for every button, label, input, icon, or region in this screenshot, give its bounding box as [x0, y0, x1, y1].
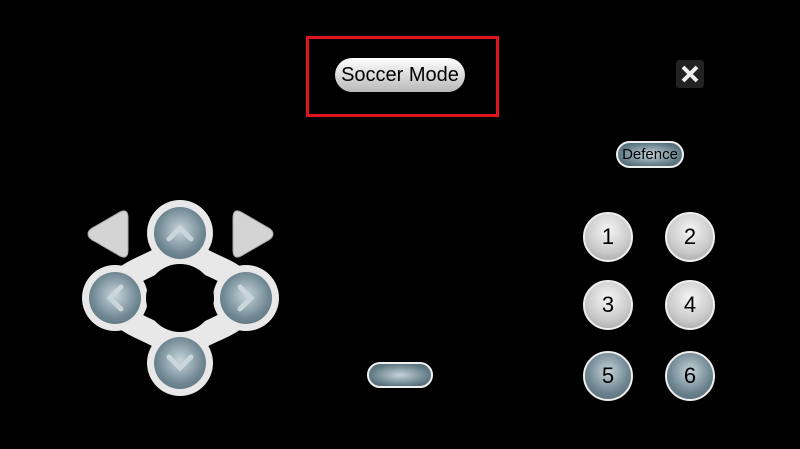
- chevron-up-icon: [166, 224, 194, 242]
- rotate-left-button[interactable]: [84, 208, 130, 260]
- action-button[interactable]: [367, 362, 433, 388]
- player-6-button[interactable]: 6: [665, 351, 715, 401]
- dpad-right-button[interactable]: [220, 272, 272, 324]
- dpad-down-button[interactable]: [154, 337, 206, 389]
- soccer-mode-button[interactable]: Soccer Mode: [335, 58, 465, 92]
- player-1-button[interactable]: 1: [583, 212, 633, 262]
- rotate-right-button[interactable]: [231, 208, 277, 260]
- dpad-left-button[interactable]: [89, 272, 141, 324]
- highlight-box: [306, 36, 499, 117]
- chevron-right-icon: [237, 284, 255, 312]
- defence-button[interactable]: Defence: [616, 141, 684, 168]
- player-2-button[interactable]: 2: [665, 212, 715, 262]
- player-4-button[interactable]: 4: [665, 280, 715, 330]
- dpad-up-button[interactable]: [154, 207, 206, 259]
- close-button[interactable]: [676, 60, 704, 88]
- player-5-button[interactable]: 5: [583, 351, 633, 401]
- player-3-button[interactable]: 3: [583, 280, 633, 330]
- close-icon: [681, 65, 699, 83]
- chevron-down-icon: [166, 354, 194, 372]
- chevron-left-icon: [106, 284, 124, 312]
